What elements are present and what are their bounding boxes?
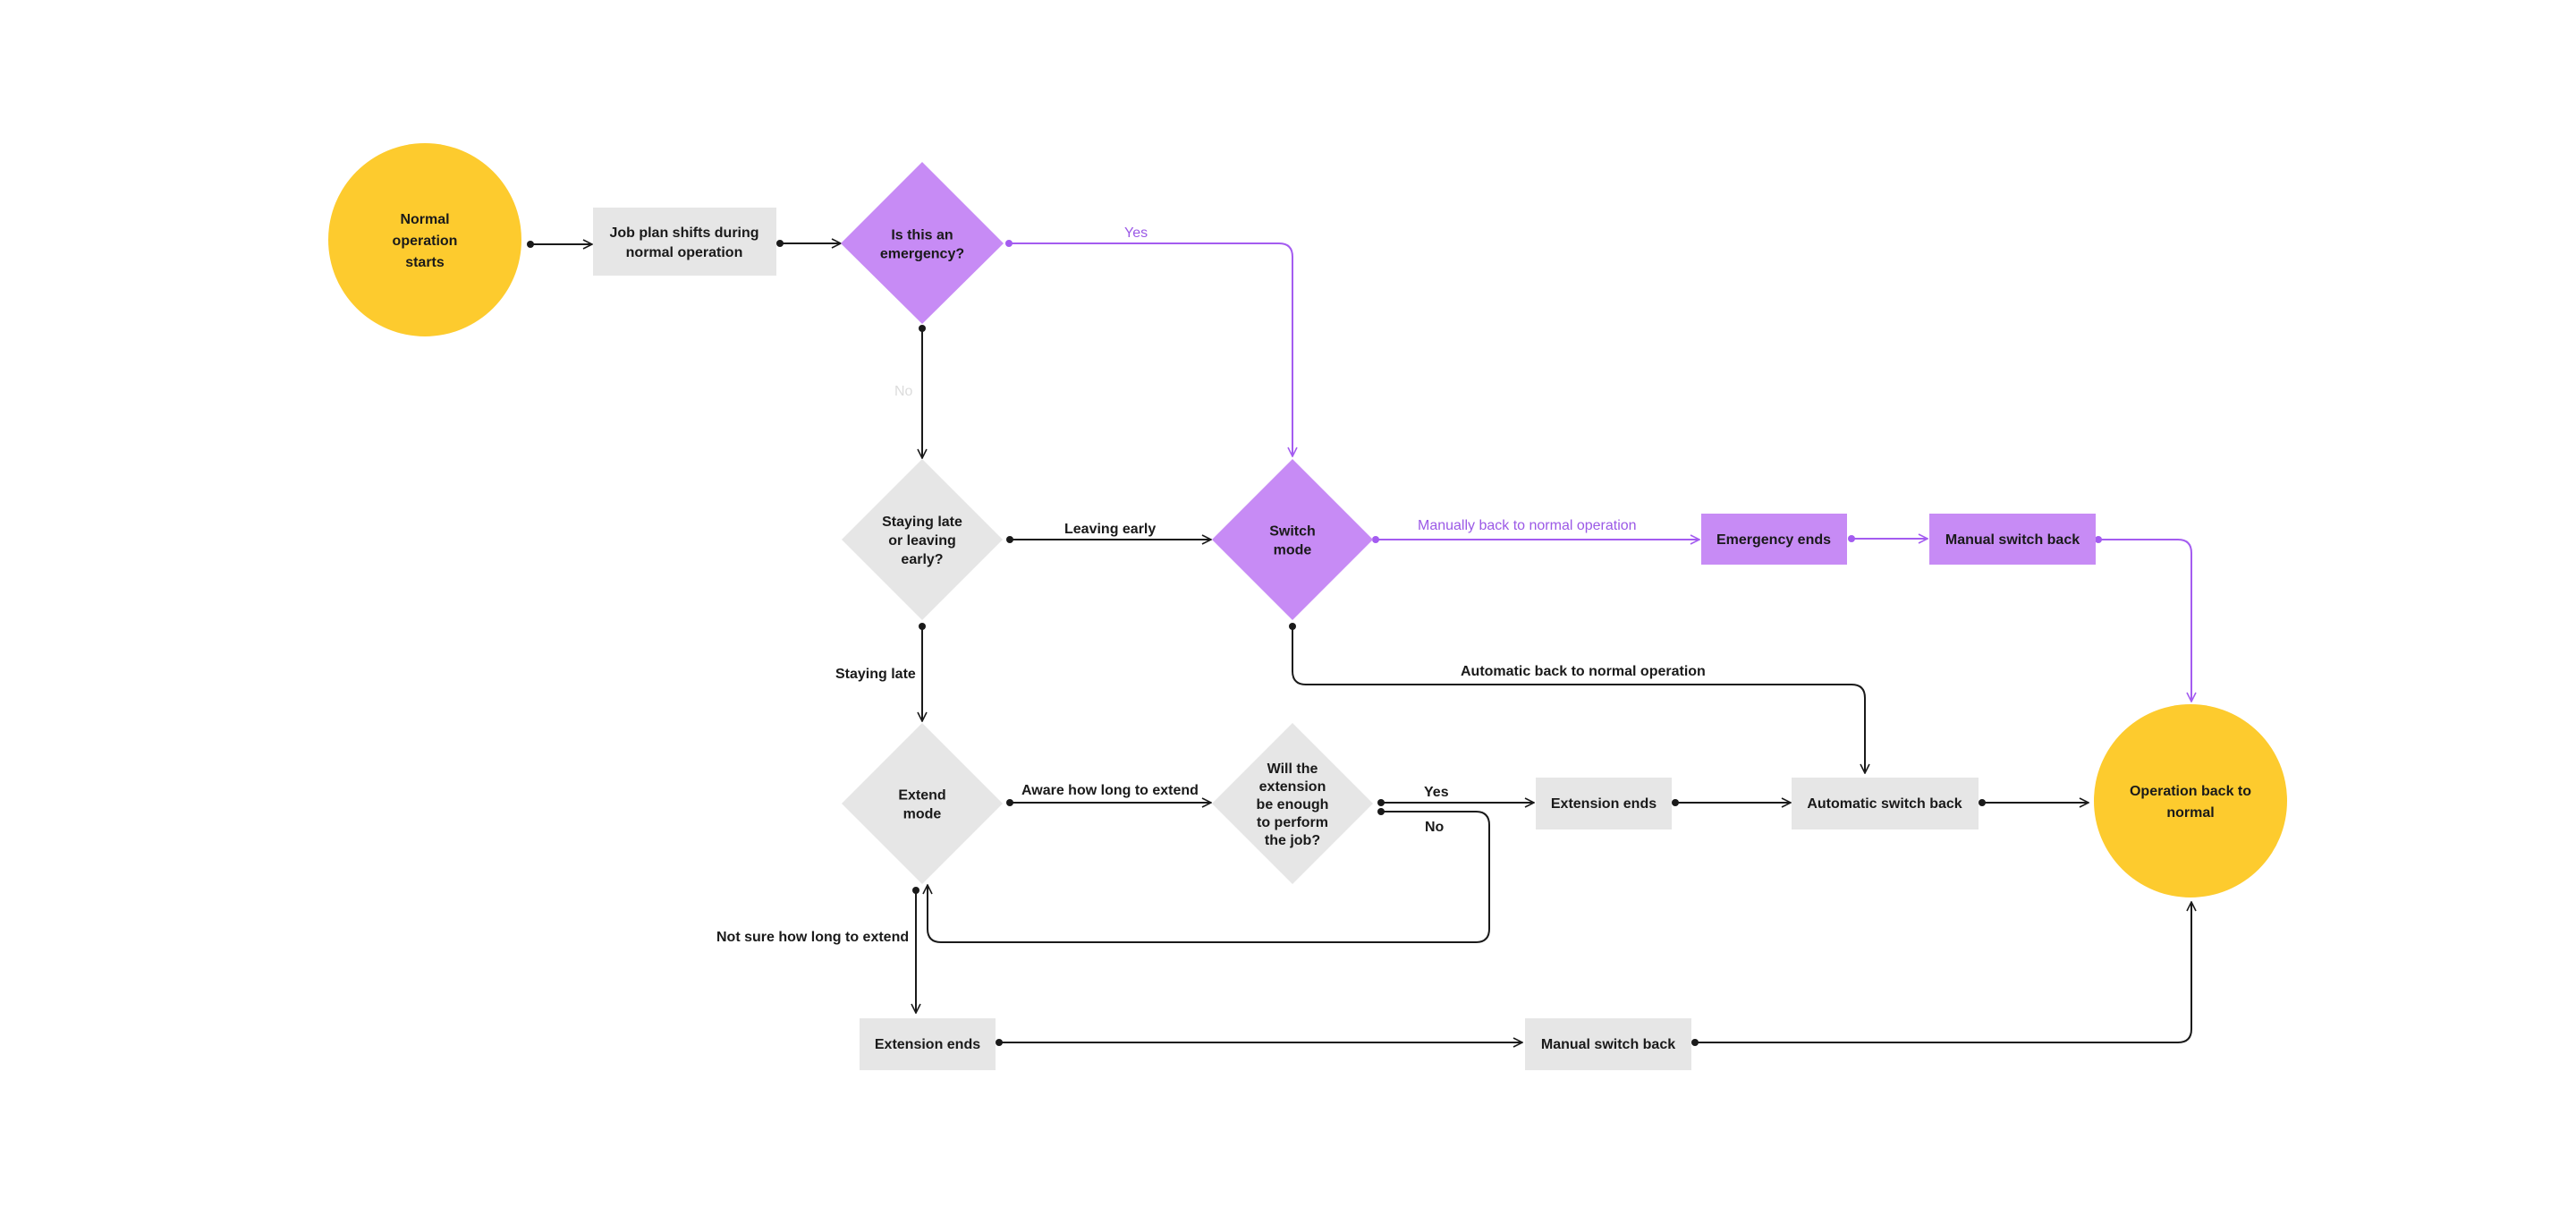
node-emergency-ends-label: Emergency ends	[1716, 532, 1831, 548]
edge-manual-bottom-to-end	[1695, 902, 2191, 1043]
node-automatic-switch-back-label: Automatic switch back	[1807, 796, 1962, 812]
edge-label-no-extension: No	[1425, 820, 1445, 835]
edge-label-leaving-early: Leaving early	[1064, 522, 1156, 537]
node-extension-ends-bottom-label: Extension ends	[875, 1037, 980, 1052]
node-extension-ends-bottom[interactable]: Extension ends	[860, 1018, 996, 1070]
node-manual-switch-back-top-label: Manual switch back	[1945, 532, 2080, 548]
node-manual-switch-back-bottom-label: Manual switch back	[1541, 1037, 1675, 1052]
edge-label-manually-back: Manually back to normal operation	[1418, 518, 1637, 533]
node-extension-ends-mid-label: Extension ends	[1551, 796, 1657, 812]
edge-question-no-loop-back	[928, 811, 1490, 943]
node-manual-switch-back-bottom[interactable]: Manual switch back	[1525, 1018, 1691, 1070]
edge-label-not-sure: Not sure how long to extend	[716, 930, 909, 945]
node-manual-switch-back-top[interactable]: Manual switch back	[1929, 514, 2096, 565]
edge-label-automatic-back: Automatic back to normal operation	[1461, 664, 1706, 679]
edge-switch-to-automatic	[1292, 626, 1865, 773]
edge-label-yes-emergency: Yes	[1124, 225, 1148, 241]
edge-manual-top-to-end	[2098, 539, 2191, 702]
edge-emergency-yes-to-switch	[1009, 242, 1292, 456]
edge-labels: Yes No Leaving early Manually back to no…	[716, 225, 1706, 945]
edge-label-staying-late: Staying late	[835, 667, 916, 682]
node-emergency-ends[interactable]: Emergency ends	[1701, 514, 1847, 565]
node-extension-ends-mid[interactable]: Extension ends	[1536, 778, 1672, 829]
node-automatic-switch-back[interactable]: Automatic switch back	[1792, 778, 1979, 829]
edges	[527, 240, 2191, 1046]
edge-label-aware-how-long: Aware how long to extend	[1021, 783, 1199, 798]
edge-label-yes-extension: Yes	[1424, 785, 1449, 800]
edge-label-no-emergency: No	[894, 384, 913, 399]
